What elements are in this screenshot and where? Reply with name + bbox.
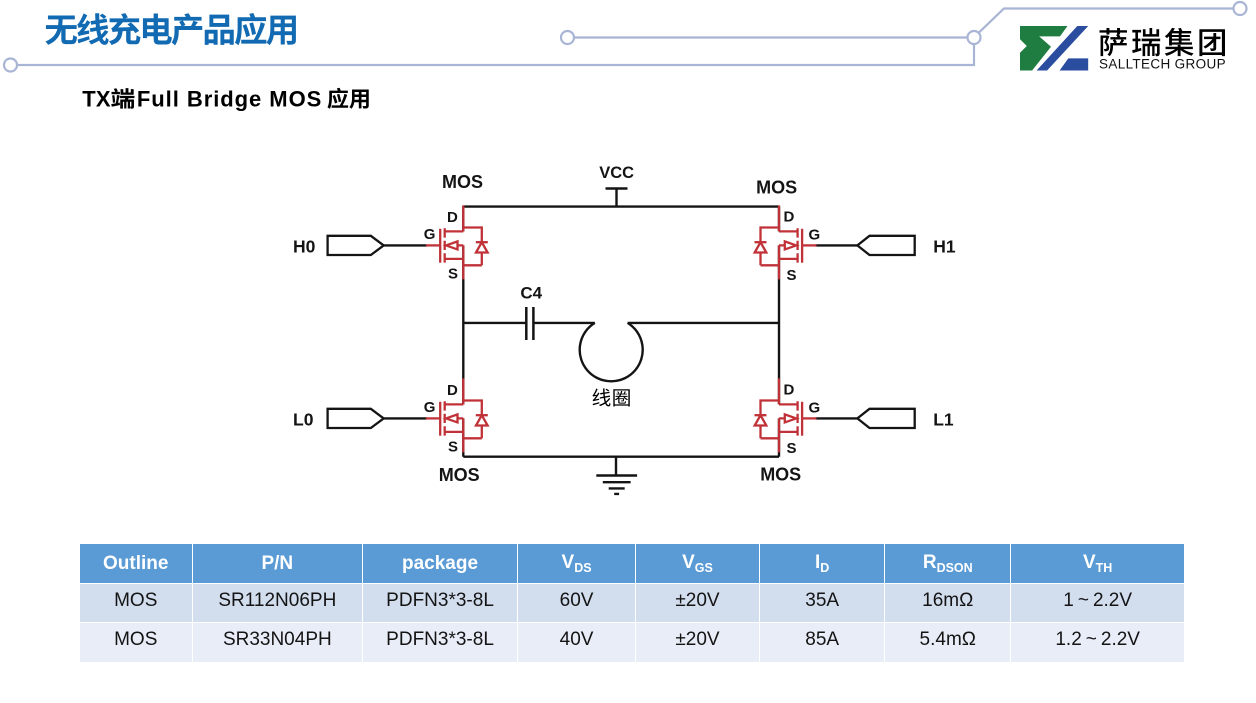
svg-text:S: S bbox=[448, 438, 458, 455]
svg-text:SALLTECH GROUP: SALLTECH GROUP bbox=[1099, 56, 1226, 71]
svg-text:D: D bbox=[447, 209, 458, 226]
svg-text:G: G bbox=[809, 399, 821, 416]
svg-text:G: G bbox=[809, 226, 821, 243]
svg-text:L1: L1 bbox=[933, 409, 954, 429]
svg-text:H1: H1 bbox=[933, 236, 956, 256]
svg-text:H0: H0 bbox=[293, 236, 316, 256]
svg-text:G: G bbox=[424, 399, 436, 416]
svg-text:S: S bbox=[787, 267, 797, 284]
svg-text:D: D bbox=[784, 209, 795, 226]
svg-text:G: G bbox=[424, 226, 436, 243]
svg-text:L0: L0 bbox=[293, 409, 314, 429]
svg-text:MOS: MOS bbox=[442, 172, 483, 192]
svg-text:C4: C4 bbox=[520, 284, 542, 303]
svg-text:MOS: MOS bbox=[439, 465, 480, 485]
svg-text:MOS: MOS bbox=[760, 465, 801, 485]
svg-text:D: D bbox=[447, 382, 458, 399]
svg-text:TX: TX bbox=[82, 87, 111, 112]
svg-text:S: S bbox=[448, 265, 458, 282]
svg-text:MOS: MOS bbox=[756, 177, 797, 197]
svg-text:S: S bbox=[787, 440, 797, 457]
svg-text:D: D bbox=[784, 382, 795, 399]
svg-text:Full Bridge MOS: Full Bridge MOS bbox=[137, 87, 322, 112]
svg-text:VCC: VCC bbox=[599, 164, 634, 182]
